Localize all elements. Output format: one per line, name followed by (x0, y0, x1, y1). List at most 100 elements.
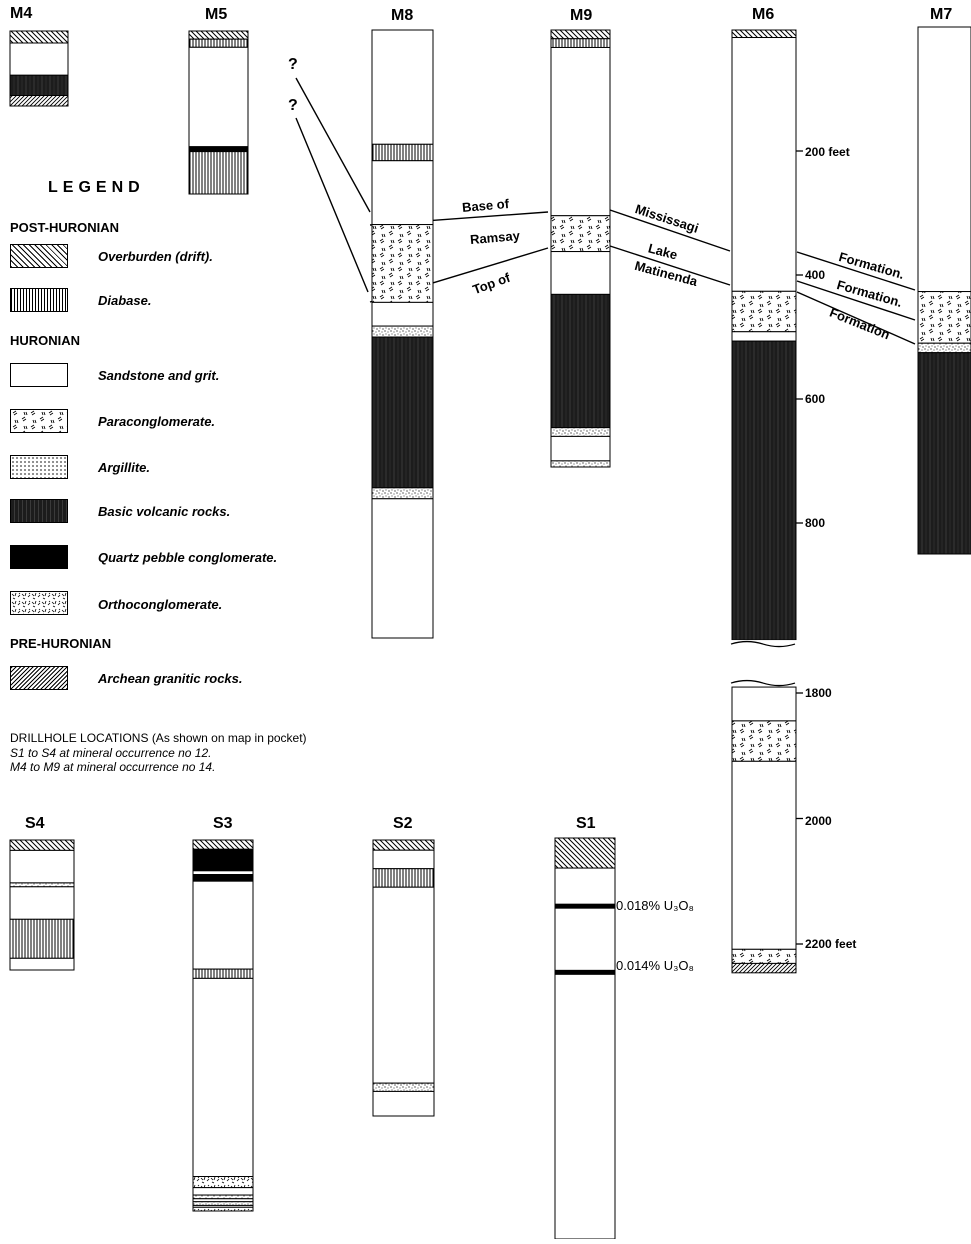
legend-swatch-archean (10, 666, 68, 690)
layer-diabase (550, 38, 611, 48)
assay-band (555, 969, 615, 975)
hole-label-s4: S4 (25, 815, 45, 832)
hole-label-s1: S1 (576, 815, 596, 832)
layer-diabase (192, 968, 254, 979)
layer-sandstone (731, 331, 797, 342)
legend-swatch-diabase (10, 288, 68, 312)
layer-sandstone (371, 301, 434, 327)
layer-sandstone (371, 29, 434, 145)
layer-sandstone (550, 435, 611, 462)
layer-sandstone (192, 977, 254, 1177)
layer-sandstone (9, 886, 75, 920)
layer-sandstone (917, 26, 971, 293)
layer-basic-volcanic (9, 74, 69, 96)
layer-sandstone (372, 849, 435, 870)
layer-sandstone (192, 1187, 254, 1196)
layer-diabase (372, 868, 435, 888)
legend-swatch-argillite (10, 455, 68, 479)
legend-label: Argillite. (98, 460, 151, 475)
layer-sandstone (9, 849, 75, 884)
hole-label-m7: M7 (930, 6, 953, 23)
drillhole-s3 (192, 839, 254, 1212)
layer-overburden (731, 29, 797, 39)
legend-label: Archean granitic rocks. (98, 671, 243, 686)
layer-sandstone (554, 867, 616, 1240)
legend-section-heading: PRE-HURONIAN (10, 636, 112, 651)
layer-argillite (192, 1194, 254, 1200)
legend-label: Orthoconglomerate. (98, 597, 223, 612)
layer-diabase (371, 143, 434, 162)
log-break-edge (730, 679, 796, 687)
layer-paraconglomerate (917, 291, 971, 344)
drillhole-m5 (188, 30, 249, 195)
hole-label-s2: S2 (393, 815, 413, 832)
hole-label-m6: M6 (752, 6, 775, 23)
uncertain-mark: ? (288, 97, 298, 114)
legend-section-heading: POST-HURONIAN (10, 220, 120, 235)
layer-sandstone (550, 251, 611, 295)
layer-overburden (9, 30, 69, 44)
drillhole-m6 (730, 29, 798, 974)
layer-sandstone (371, 160, 434, 226)
layer-overburden (372, 839, 435, 851)
layer-paraconglomerate (731, 720, 797, 762)
layer-basic-volcanic (731, 340, 797, 641)
layer-quartz-pebble (192, 848, 254, 872)
legend-swatch-basic-volcanic (10, 499, 68, 523)
layer-argillite (550, 460, 611, 468)
layer-argillite (550, 427, 611, 437)
depth-tick-label: 2000 (805, 814, 832, 828)
assay-label: 0.018% U₃O₈ (616, 898, 694, 913)
layer-sandstone (192, 880, 254, 970)
layer-paraconglomerate (731, 290, 797, 333)
hole-label-m9: M9 (570, 7, 593, 24)
layer-sandstone (731, 760, 797, 950)
legend-label: Sandstone and grit. (98, 368, 220, 383)
legend-swatch-quartz-pebble (10, 545, 68, 569)
layer-diabase (188, 151, 249, 195)
layer-orthoconglomerate (192, 1175, 254, 1189)
layer-sandstone (550, 46, 611, 217)
drillhole-columns (9, 26, 971, 1240)
layer-argillite (192, 1201, 254, 1206)
drillhole-s1 (554, 837, 616, 1240)
drillhole-m4 (9, 30, 69, 107)
layer-argillite (371, 325, 434, 338)
legend-label: Basic volcanic rocks. (98, 504, 231, 519)
depth-tick-label: 600 (805, 392, 826, 406)
hole-label-m5: M5 (205, 6, 228, 23)
layer-sandstone (188, 46, 249, 148)
legend-label: Quartz pebble conglomerate. (98, 550, 278, 565)
legend-label: Diabase. (98, 293, 152, 308)
legend-swatch-sandstone (10, 363, 68, 387)
layer-sandstone (9, 957, 75, 971)
hole-label-m4: M4 (10, 5, 33, 22)
locations-note: M4 to M9 at mineral occurrence no 14. (10, 760, 216, 774)
assay-label: 0.014% U₃O₈ (616, 958, 694, 973)
legend-label: Overburden (drift). (98, 249, 213, 264)
layer-archean (9, 95, 69, 107)
layer-sandstone (9, 42, 69, 76)
layer-basic-volcanic (917, 352, 971, 555)
hole-label-s3: S3 (213, 815, 233, 832)
legend-swatch-overburden (10, 244, 68, 268)
log-break-edge (730, 640, 796, 648)
legend-title: LEGEND (48, 179, 145, 196)
depth-tick-label: 2200 feet (805, 937, 857, 951)
layer-overburden (192, 839, 254, 850)
depth-tick-label: 1800 (805, 686, 832, 700)
layer-overburden (550, 29, 611, 40)
layer-basic-volcanic (550, 293, 611, 429)
layer-sandstone (192, 870, 254, 876)
layer-quartz-pebble (188, 146, 249, 153)
legend-section-heading: HURONIAN (10, 333, 81, 348)
layer-quartz-pebble (192, 874, 254, 882)
hole-label-m8: M8 (391, 7, 414, 24)
layer-sandstone (371, 498, 434, 639)
legend-swatch-orthoconglomerate (10, 591, 68, 615)
log-break (730, 640, 798, 688)
depth-tick-label: 400 (805, 268, 826, 282)
layer-diabase (9, 918, 75, 959)
layer-argillite (9, 882, 75, 888)
